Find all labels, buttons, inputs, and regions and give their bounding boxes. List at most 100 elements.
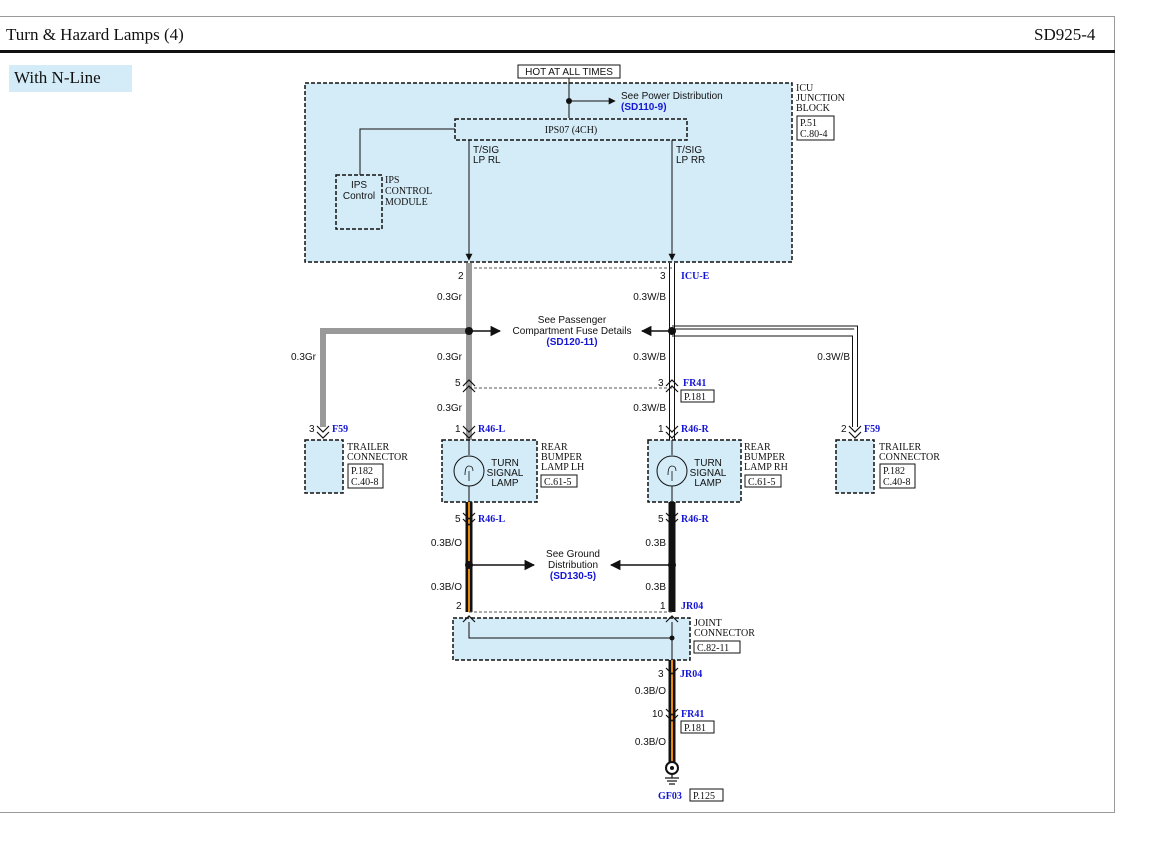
trailer-left-connector: F59 bbox=[332, 424, 348, 435]
icu-ref-connector: C.80-4 bbox=[800, 129, 828, 140]
ips-module-name1: IPS bbox=[385, 175, 399, 186]
wire-label-gr-3: 0.3Gr bbox=[437, 403, 463, 414]
lamp-rh-ref: C.61-5 bbox=[748, 477, 776, 488]
icu-pin-right: 3 bbox=[660, 271, 666, 282]
variant-badge: With N-Line bbox=[9, 65, 132, 92]
trailer-right-name2: CONNECTOR bbox=[879, 452, 940, 463]
power-dist-note: See Power Distribution bbox=[621, 91, 723, 102]
trailer-right-box bbox=[835, 439, 875, 494]
icu-name-line3: BLOCK bbox=[796, 103, 831, 114]
trailer-left-ref2: C.40-8 bbox=[351, 477, 379, 488]
icu-name-line2: JUNCTION bbox=[796, 93, 845, 104]
ips07-label: IPS07 (4CH) bbox=[545, 125, 598, 136]
wire-label-b-1: 0.3B bbox=[645, 538, 666, 549]
wire-label-gr-2: 0.3Gr bbox=[437, 352, 463, 363]
trailer-right-ref1: P.182 bbox=[883, 466, 905, 477]
ips-module-name2: CONTROL bbox=[385, 186, 432, 197]
rh-pin-in: 1 bbox=[658, 424, 664, 435]
wire-label-gr-trailer: 0.3Gr bbox=[291, 352, 317, 363]
lamp-lh-name1: REAR bbox=[541, 442, 568, 453]
ips-module-name3: MODULE bbox=[385, 197, 428, 208]
out-left-label2: LP RL bbox=[473, 155, 501, 166]
trailer-left-ref1: P.182 bbox=[351, 466, 373, 477]
ground-name: GF03 bbox=[658, 791, 682, 802]
wire-gray-trailer bbox=[320, 328, 469, 427]
trailer-right-name1: TRAILER bbox=[879, 442, 922, 453]
page-frame bbox=[0, 16, 1115, 813]
lamp-lh-text1: TURN bbox=[491, 458, 519, 469]
icu-junction-block bbox=[304, 82, 793, 263]
lh-pin-in: 1 bbox=[455, 424, 461, 435]
fr41-top-connector: FR41 bbox=[683, 378, 706, 389]
lamp-rh-text2: SIGNAL bbox=[690, 468, 727, 479]
wire-label-wb-trailer: 0.3W/B bbox=[817, 352, 850, 363]
trailer-left-name2: CONNECTOR bbox=[347, 452, 408, 463]
rh-connector-top: R46-R bbox=[681, 424, 710, 435]
lh-connector-bottom: R46-L bbox=[478, 514, 506, 525]
wire-label-bo-1: 0.3B/O bbox=[431, 538, 462, 549]
lamp-rh-text1: TURN bbox=[694, 458, 722, 469]
lh-pin-out: 5 bbox=[455, 514, 461, 525]
trailer-right-connector: F59 bbox=[864, 424, 880, 435]
joint-pin-out: 3 bbox=[658, 669, 664, 680]
joint-pin-right: 1 bbox=[660, 601, 666, 612]
joint-pin-left: 2 bbox=[456, 601, 462, 612]
icu-pin-left: 2 bbox=[458, 271, 464, 282]
fuse-note-line1: See Passenger bbox=[538, 315, 607, 326]
wire-label-wb-1: 0.3W/B bbox=[633, 292, 666, 303]
joint-splice bbox=[669, 635, 675, 641]
trailer-left-pin: 3 bbox=[309, 424, 315, 435]
trailer-left-name1: TRAILER bbox=[347, 442, 390, 453]
rh-pin-out: 5 bbox=[658, 514, 664, 525]
lamp-lh-bulb-icon bbox=[453, 455, 485, 487]
power-dist-ref: (SD110-9) bbox=[621, 102, 667, 113]
out-right-label1: T/SIG bbox=[676, 145, 702, 156]
joint-name1: JOINT bbox=[694, 618, 722, 629]
lamp-lh-box bbox=[441, 439, 538, 503]
lamp-lh-text2: SIGNAL bbox=[487, 468, 524, 479]
wire-label-bo-3: 0.3B/O bbox=[635, 686, 666, 697]
fr41-bottom-connector: FR41 bbox=[681, 709, 704, 720]
lamp-rh-box bbox=[647, 439, 742, 503]
trailer-right-ref2: C.40-8 bbox=[883, 477, 911, 488]
ips-control-text1: IPS bbox=[351, 180, 367, 191]
wire-label-gr-1: 0.3Gr bbox=[437, 292, 463, 303]
lamp-rh-name1: REAR bbox=[744, 442, 771, 453]
fr41-top-pin-left: 5 bbox=[455, 378, 461, 389]
joint-name2: CONNECTOR bbox=[694, 628, 755, 639]
icu-name-line1: ICU bbox=[796, 83, 814, 94]
ground-icon bbox=[665, 761, 679, 785]
ground-note-line2: Distribution bbox=[548, 560, 598, 571]
trailer-right-pin: 2 bbox=[841, 424, 847, 435]
hot-at-all-times-label: HOT AT ALL TIMES bbox=[525, 67, 613, 78]
ground-note-line1: See Ground bbox=[546, 549, 600, 560]
icu-e-connector: ICU-E bbox=[681, 271, 710, 282]
page-title: Turn & Hazard Lamps (4) bbox=[6, 25, 184, 44]
ground-note-ref: (SD130-5) bbox=[550, 571, 596, 582]
rh-connector-bottom: R46-R bbox=[681, 514, 710, 525]
joint-connector-box bbox=[452, 617, 691, 661]
lamp-lh-name3: LAMP LH bbox=[541, 462, 584, 473]
wire-label-wb-3: 0.3W/B bbox=[633, 403, 666, 414]
ground-ref: P.125 bbox=[693, 791, 715, 802]
joint-ref: C.82-11 bbox=[697, 643, 729, 654]
lamp-rh-bulb-icon bbox=[656, 455, 688, 487]
fr41-top-pin-right: 3 bbox=[658, 378, 664, 389]
lamp-lh-ref: C.61-5 bbox=[544, 477, 572, 488]
ips-control-box bbox=[335, 174, 383, 230]
fuse-note-ref: (SD120-11) bbox=[546, 337, 597, 348]
wire-label-bo-4: 0.3B/O bbox=[635, 737, 666, 748]
fr41-top-ref: P.181 bbox=[684, 392, 706, 403]
joint-connector-top: JR04 bbox=[681, 601, 703, 612]
wire-white-blue bbox=[669, 263, 858, 440]
lamp-rh-text3: LAMP bbox=[694, 478, 722, 489]
out-right-label2: LP RR bbox=[676, 155, 705, 166]
ips-control-text2: Control bbox=[343, 191, 375, 202]
wire-label-bo-2: 0.3B/O bbox=[431, 582, 462, 593]
fr41-bottom-pin: 10 bbox=[652, 709, 664, 720]
page-code: SD925-4 bbox=[1034, 25, 1096, 44]
wire-label-wb-2: 0.3W/B bbox=[633, 352, 666, 363]
lamp-lh-name2: BUMPER bbox=[541, 452, 582, 463]
fuse-note-line2: Compartment Fuse Details bbox=[513, 326, 632, 337]
